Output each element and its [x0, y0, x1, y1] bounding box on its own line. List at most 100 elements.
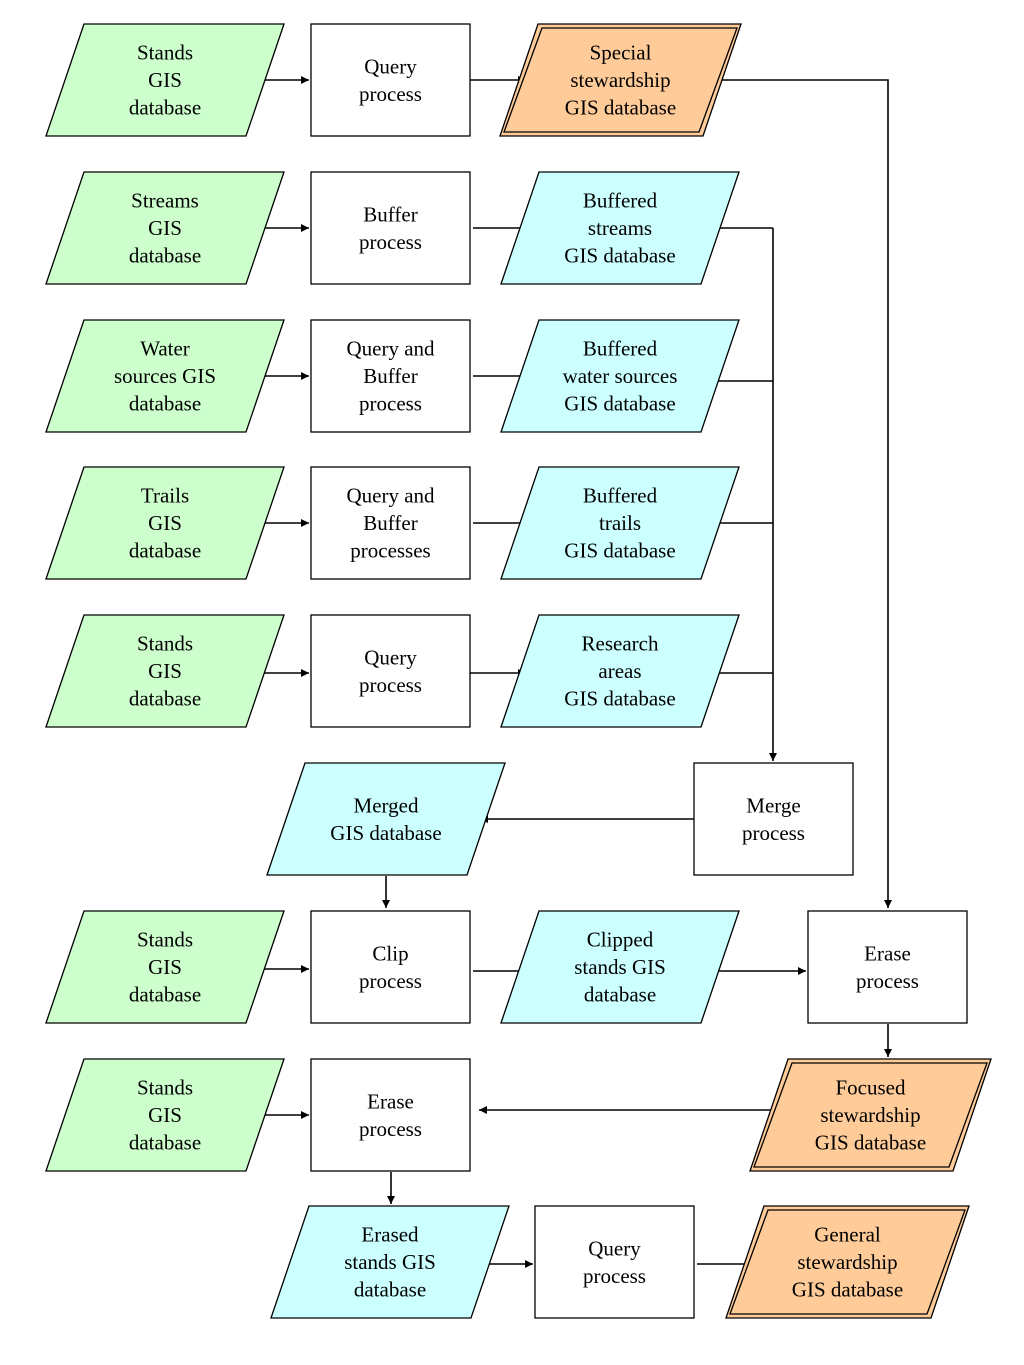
database-shape — [500, 910, 740, 1024]
node-label-line: database — [129, 1131, 201, 1155]
node-label-line: GIS database — [330, 821, 441, 845]
node-label-line: Focused — [836, 1076, 906, 1100]
node-label-line: GIS database — [564, 244, 675, 268]
node-label-line: GIS database — [564, 539, 675, 563]
node-label-line: database — [129, 687, 201, 711]
node-label-line: stands GIS — [344, 1250, 436, 1274]
process-box — [310, 319, 471, 433]
node-label-line: Merged — [354, 793, 419, 817]
node-label-line: process — [856, 969, 919, 993]
node-label-line: Buffer — [363, 202, 417, 226]
node-label-line: Erase — [367, 1089, 414, 1113]
node-label-line: GIS database — [564, 392, 675, 416]
node-label-line: Merge — [746, 793, 800, 817]
node-layer: StandsGISdatabaseQueryprocessSpecialstew… — [45, 23, 992, 1319]
process-box — [310, 910, 471, 1024]
node-label-line: Water — [140, 337, 190, 361]
node-label-line: Buffered — [583, 484, 658, 508]
node-label-line: Buffer — [363, 511, 417, 535]
node-label-line: Query — [588, 1236, 641, 1260]
node-label-line: areas — [598, 659, 641, 683]
node-label-line: Trails — [141, 484, 189, 508]
node-label-line: process — [742, 821, 805, 845]
node-label-line: Buffered — [583, 189, 658, 213]
node-label-line: stands GIS — [574, 955, 666, 979]
node-label-line: process — [359, 673, 422, 697]
database-shape-inner — [729, 1209, 966, 1315]
node-label-line: General — [814, 1223, 881, 1247]
process-box — [310, 466, 471, 580]
node-label-line: GIS database — [564, 687, 675, 711]
node-label-line: GIS database — [565, 96, 676, 120]
database-shape — [500, 466, 740, 580]
database-shape — [45, 23, 285, 137]
process-box — [807, 910, 968, 1024]
node-label-line: Erase — [864, 941, 911, 965]
node-label-line: Special — [590, 41, 652, 65]
node-label-line: GIS — [148, 68, 182, 92]
node-label-line: Query — [364, 645, 417, 669]
node-label-line: sources GIS — [114, 364, 216, 388]
node-label-line: process — [359, 969, 422, 993]
node-label-line: stewardship — [797, 1250, 897, 1274]
node-label-line: GIS — [148, 659, 182, 683]
node-label-line: process — [359, 392, 422, 416]
node-label-line: Streams — [131, 189, 199, 213]
node-label-line: database — [584, 983, 656, 1007]
node-label-line: Erased — [361, 1223, 419, 1247]
node-label-line: process — [359, 1117, 422, 1141]
database-shape — [270, 1205, 510, 1319]
database-shape — [45, 466, 285, 580]
node-label-line: Stands — [137, 1076, 193, 1100]
database-shape — [45, 1058, 285, 1172]
process-box — [310, 1058, 471, 1172]
process-box — [693, 762, 854, 876]
database-shape — [45, 910, 285, 1024]
database-shape — [45, 614, 285, 728]
node-label-line: stewardship — [820, 1103, 920, 1127]
node-label-line: Clip — [372, 941, 408, 965]
database-shape — [500, 319, 740, 433]
node-label-line: database — [129, 539, 201, 563]
arrow-special-to-erase — [709, 79, 892, 908]
node-clip-process: Clip process — [310, 910, 471, 1024]
node-label-line: GIS — [148, 955, 182, 979]
node-query-process-2: Query process — [310, 614, 471, 728]
database-shape-inner — [503, 27, 738, 133]
node-erase-process-1: Erase process — [807, 910, 968, 1024]
node-label-line: Stands — [137, 632, 193, 656]
node-label-line: database — [129, 392, 201, 416]
node-label-line: GIS — [148, 1103, 182, 1127]
node-erased-db: Erased stands GIS database — [270, 1205, 510, 1319]
node-label-line: GIS database — [792, 1278, 903, 1302]
database-shape — [45, 171, 285, 285]
node-label-line: Query — [364, 54, 417, 78]
node-label-line: GIS — [148, 216, 182, 240]
node-label-line: database — [129, 96, 201, 120]
node-label-line: database — [129, 983, 201, 1007]
node-label-line: processes — [350, 539, 430, 563]
node-label-line: database — [354, 1278, 426, 1302]
node-label-line: Buffer — [363, 364, 417, 388]
database-shape — [45, 319, 285, 433]
